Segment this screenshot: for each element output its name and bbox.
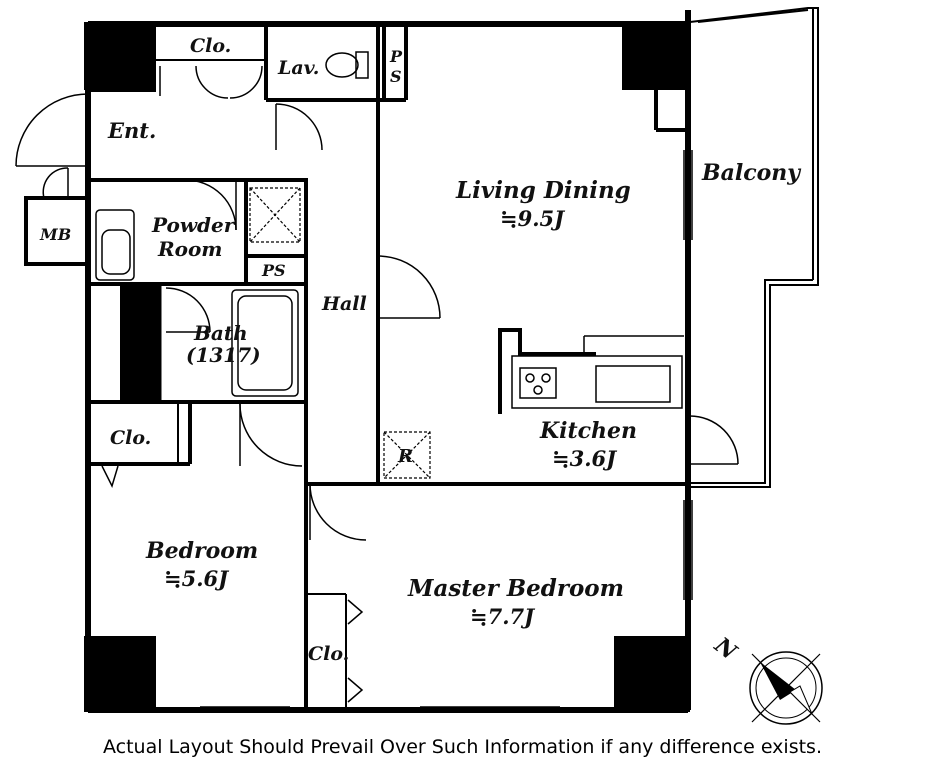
powder-room-label-1: Powder [151, 213, 236, 237]
lavatory-label: Lav. [277, 57, 319, 79]
structural-columns [84, 22, 690, 712]
entrance-door [15, 93, 89, 199]
compass-north-label: N [709, 632, 742, 666]
balcony-outline [689, 7, 819, 488]
ps-small-label: PS [261, 261, 286, 280]
refrigerator-spot [383, 431, 431, 479]
windows [200, 150, 693, 708]
bath-label: Bath [193, 321, 248, 345]
entrance-label: Ent. [107, 118, 156, 143]
refrigerator-mark: R [397, 446, 413, 467]
outer-walls [85, 10, 691, 713]
bedroom-size-label: ≒5.6J [164, 566, 230, 591]
bedroom-label: Bedroom [145, 538, 258, 564]
kitchen-size-label: ≒3.6J [552, 446, 618, 471]
washbasin-fixture [95, 209, 135, 281]
balcony-label: Balcony [701, 160, 802, 186]
interior-walls [88, 24, 688, 710]
kitchen-label: Kitchen [539, 418, 637, 444]
closet-left-label: Clo. [110, 427, 151, 449]
door-swings [100, 65, 739, 703]
kitchen-wall [498, 328, 596, 414]
closet-bottom-label: Clo. [308, 643, 349, 665]
living-dining-size-label: ≒9.5J [500, 206, 566, 231]
disclaimer-caption: Actual Layout Should Prevail Over Such I… [103, 736, 822, 758]
bath-size-label: (1317) [186, 343, 261, 367]
bathtub-fixture [231, 289, 299, 397]
mb-label: MB [39, 225, 71, 244]
ps-vertical-p-label: P [389, 47, 403, 66]
toilet-fixture [325, 51, 369, 79]
hall-label: Hall [321, 293, 367, 315]
floor-plan: Clo. Lav. P S Ent. MB Powder Room PS Bat… [15, 7, 823, 725]
powder-room-label-2: Room [157, 237, 222, 261]
kitchen-counter [511, 335, 684, 409]
master-bedroom-size-label: ≒7.7J [470, 604, 536, 629]
ps-vertical-s-label: S [390, 67, 402, 86]
compass-icon [749, 651, 823, 725]
closet-top-label: Clo. [190, 35, 231, 57]
meter-box [24, 196, 90, 266]
master-bedroom-label: Master Bedroom [407, 575, 624, 602]
living-dining-label: Living Dining [455, 177, 631, 204]
washer-pan [249, 187, 301, 243]
